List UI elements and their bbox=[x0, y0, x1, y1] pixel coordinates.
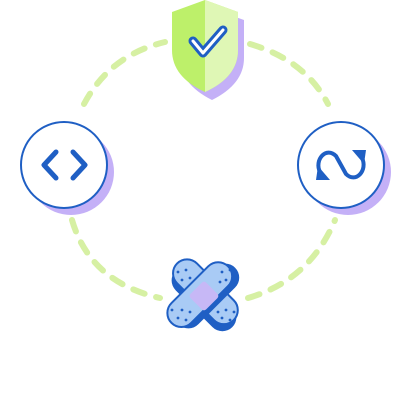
ring-arc-top-right bbox=[247, 41, 331, 107]
bandage-dot bbox=[172, 280, 176, 284]
bandage-dot bbox=[224, 308, 228, 312]
bandage-dot bbox=[232, 280, 236, 284]
bandage-dot bbox=[220, 316, 224, 320]
bandage-icon bbox=[166, 258, 240, 332]
check-mark-inner bbox=[191, 28, 225, 55]
bandage-dot bbox=[188, 276, 192, 280]
dashed-ring bbox=[69, 39, 338, 301]
sync-loop bbox=[316, 150, 366, 180]
bandage-dot bbox=[180, 278, 184, 282]
bandage-dot bbox=[176, 316, 180, 320]
shield-highlight bbox=[205, 0, 238, 92]
bandage-dot bbox=[176, 270, 180, 274]
bandage-dot bbox=[188, 310, 192, 314]
ring-arc-bottom-left bbox=[69, 217, 163, 301]
bracket-left bbox=[41, 149, 59, 181]
code-brackets-icon bbox=[20, 121, 114, 215]
bracket-right bbox=[70, 149, 88, 181]
bandage-pad bbox=[189, 281, 219, 311]
bandage-dot bbox=[170, 308, 174, 312]
ring-arc-top-left bbox=[81, 39, 168, 107]
bandage-dots bbox=[170, 268, 236, 322]
shield-check-icon bbox=[172, 0, 244, 100]
bandage-dot bbox=[232, 310, 236, 314]
code-circle bbox=[20, 121, 108, 209]
bandage-dot bbox=[180, 308, 184, 312]
bandage-dot bbox=[216, 310, 220, 314]
bandage-dot bbox=[228, 268, 232, 272]
bandage-dot bbox=[218, 280, 222, 284]
bandage-dot bbox=[220, 270, 224, 274]
bandage-dot bbox=[224, 278, 228, 282]
sync-arrowhead-top bbox=[352, 150, 366, 164]
sync-arrows-icon bbox=[297, 121, 391, 215]
bandage-dot bbox=[228, 318, 232, 322]
sync-arrowhead-bottom bbox=[316, 166, 330, 180]
ring-arc-bottom-right bbox=[245, 217, 338, 301]
bandage-dot bbox=[184, 318, 188, 322]
bandage-dot bbox=[184, 268, 188, 272]
